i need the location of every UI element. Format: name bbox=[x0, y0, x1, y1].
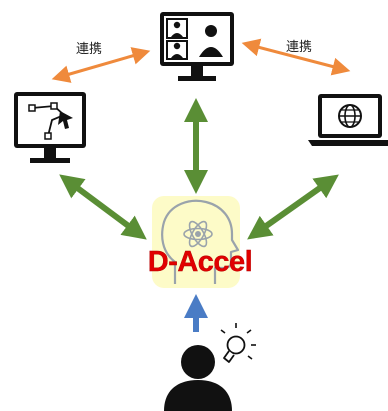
web-globe-laptop-icon bbox=[308, 94, 388, 146]
link-arrow-right bbox=[241, 38, 351, 76]
main-arrow-left bbox=[59, 174, 147, 240]
vector-design-monitor-icon bbox=[14, 92, 86, 163]
person-icon bbox=[164, 345, 232, 411]
lightbulb-idea-icon bbox=[220, 323, 256, 363]
link-label-right: 連携 bbox=[286, 40, 313, 55]
video-conference-monitor-icon bbox=[160, 12, 234, 81]
hub-title: D-Accel bbox=[147, 246, 253, 278]
link-arrow-left bbox=[51, 47, 151, 83]
brain-atom-head-icon bbox=[161, 199, 240, 284]
link-label-left: 連携 bbox=[76, 42, 103, 57]
main-arrow-right bbox=[247, 174, 339, 240]
